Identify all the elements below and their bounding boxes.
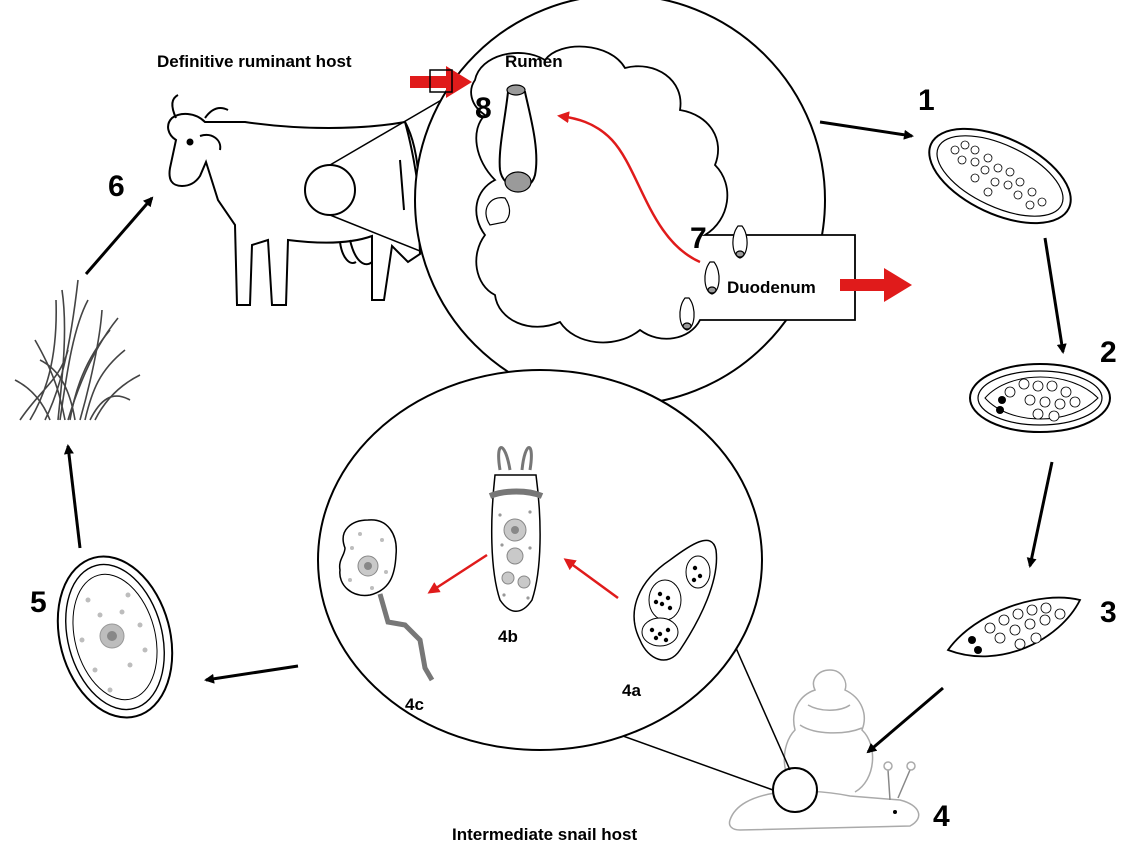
stage-8-number: 8 bbox=[475, 92, 492, 125]
rumen-magnified-view bbox=[415, 0, 855, 405]
stage-1-egg bbox=[915, 109, 1085, 242]
stage-5-metacercaria bbox=[41, 544, 190, 731]
cow-illustration bbox=[168, 95, 420, 305]
rumen-zoom-source-circle bbox=[305, 165, 355, 215]
stage-2-egg bbox=[970, 364, 1110, 432]
stage-2-number: 2 bbox=[1100, 336, 1117, 369]
intermediate-host-label: Intermediate snail host bbox=[452, 825, 637, 843]
stage-3-miracidium bbox=[948, 598, 1080, 657]
stage-4-number: 4 bbox=[933, 800, 950, 833]
definitive-host-label: Definitive ruminant host bbox=[157, 52, 352, 71]
stage-4b-label: 4b bbox=[498, 627, 518, 646]
stage-3-number: 3 bbox=[1100, 596, 1117, 629]
stage-4c-label: 4c bbox=[405, 695, 424, 714]
snail-illustration bbox=[729, 670, 918, 830]
stage-7-number: 7 bbox=[690, 222, 707, 255]
rumen-label: Rumen bbox=[505, 52, 563, 71]
snail-zoom-source-circle bbox=[773, 768, 817, 812]
stage-4a-label: 4a bbox=[622, 681, 641, 700]
snail-magnified-view bbox=[318, 370, 762, 750]
duodenum-label: Duodenum bbox=[727, 278, 816, 297]
stage-1-number: 1 bbox=[918, 84, 935, 117]
stage-5-number: 5 bbox=[30, 586, 47, 619]
grass-illustration bbox=[15, 280, 140, 420]
stage-6-number: 6 bbox=[108, 170, 125, 203]
